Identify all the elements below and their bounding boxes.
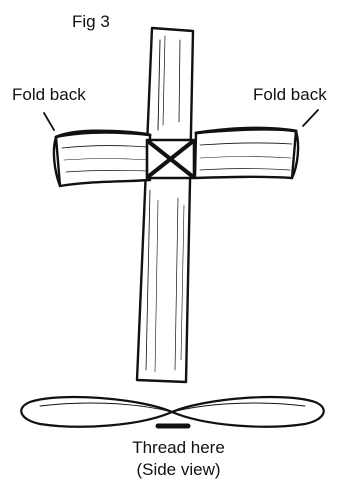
thread-binding (147, 140, 194, 178)
side-view-drawing (21, 397, 323, 427)
figure-label: Fig 3 (72, 12, 110, 32)
thread-caption: Thread here (0, 438, 357, 458)
right-crossbar (195, 128, 298, 178)
fold-back-right-label: Fold back (253, 85, 327, 105)
left-crossbar (54, 131, 150, 186)
fold-right-leader (303, 110, 318, 126)
side-view-caption: (Side view) (0, 460, 357, 480)
vertical-beam (137, 28, 193, 382)
fold-left-leader (44, 113, 54, 130)
fold-back-left-label: Fold back (12, 85, 86, 105)
